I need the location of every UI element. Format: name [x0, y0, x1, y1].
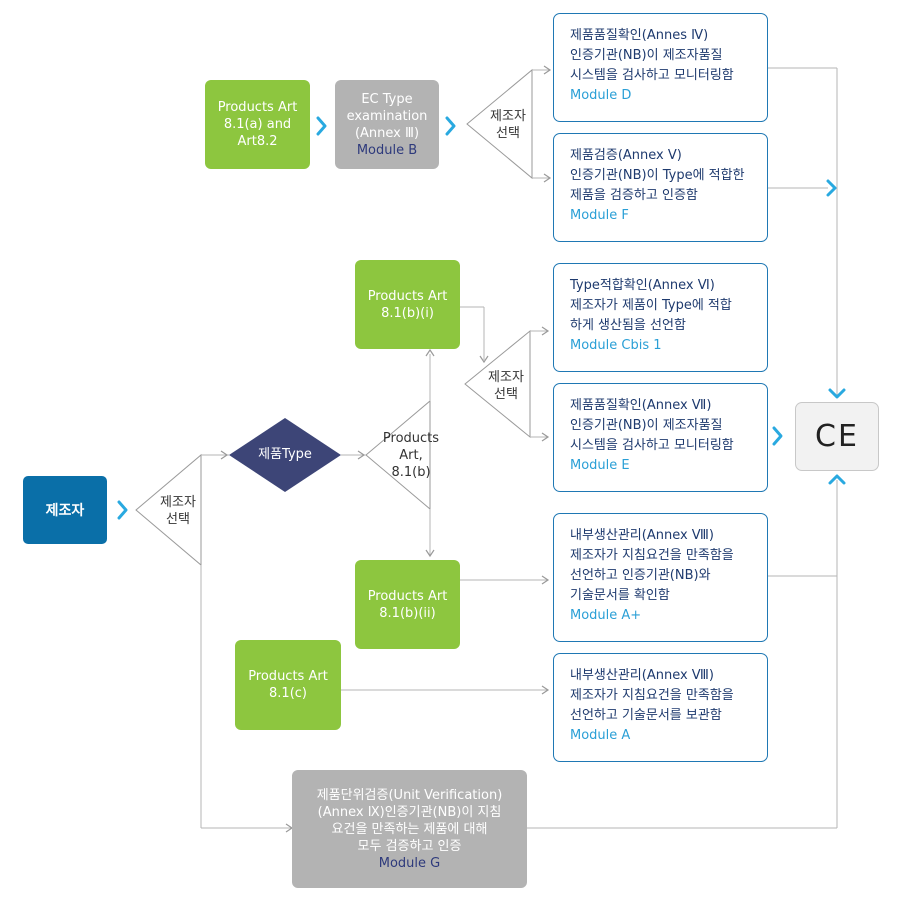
middle-choice-line-2: 선택: [494, 387, 518, 402]
arrow-to-module-a: [541, 685, 550, 695]
art-b-line-3: 8.1(b): [391, 465, 431, 480]
arrow-to-split: [357, 450, 366, 460]
arrow-to-module-d: [543, 65, 552, 75]
module-cbis1-box[interactable]: Type적합확인(Annex Ⅵ) 제조자가 제품이 Type에 적합 하게 생…: [553, 263, 768, 372]
module-a-name: Module A: [570, 728, 631, 743]
module-g-line-1: 제품단위검증(Unit Verification): [316, 787, 503, 803]
green-bi-line-1: Products Art: [367, 288, 448, 304]
art-b-line-2: Art,: [399, 448, 423, 463]
arrow-to-diamond: [220, 450, 229, 460]
module-d-line-3: 시스템을 검사하고 모니터링함: [570, 68, 734, 83]
module-a-line-1: 내부생산관리(Annex Ⅷ): [570, 668, 714, 683]
ec-type-line-3: (Annex Ⅲ): [354, 125, 420, 141]
module-a-line-3: 선언하고 기술문서를 보관함: [570, 708, 722, 723]
module-g-box[interactable]: 제품단위검증(Unit Verification) (Annex Ⅸ)인증기관(…: [292, 770, 527, 888]
module-d-line-2: 인증기관(NB)이 제조자품질: [570, 48, 723, 63]
module-e-line-2: 인증기관(NB)이 제조자품질: [570, 418, 723, 433]
module-f-line-3: 제품을 검증하고 인증함: [570, 188, 698, 203]
module-cbis1-line-1: Type적합확인(Annex Ⅵ): [570, 278, 715, 293]
chevron-down-ce-icon: [828, 388, 846, 399]
module-aplus-name: Module A+: [570, 608, 642, 623]
middle-choice-label: 제조자 선택: [478, 369, 534, 403]
chevron-green-a-icon: [316, 116, 327, 136]
module-g-line-3: 요건을 만족하는 제품에 대해: [331, 821, 488, 837]
module-aplus-box[interactable]: 내부생산관리(Annex Ⅷ) 제조자가 지침요건을 만족함을 선언하고 인증기…: [553, 513, 768, 642]
module-f-line-2: 인증기관(NB)이 Type에 적합한: [570, 168, 745, 183]
green-bi-line-2: 8.1(b)(i): [381, 305, 434, 321]
chevron-to-ce-f-icon: [826, 179, 837, 197]
module-cbis1-line-2: 제조자가 제품이 Type에 적합: [570, 298, 732, 313]
green-c-line-2: 8.1(c): [269, 686, 307, 701]
manufacturer-box[interactable]: 제조자: [23, 476, 107, 544]
green-a-line-1: Products Art: [217, 100, 298, 115]
module-e-line-1: 제품품질확인(Annex Ⅶ): [570, 398, 712, 413]
chevron-ec-type-icon: [445, 116, 456, 136]
middle-choice-triangle: [464, 329, 531, 439]
arrow-up-bi: [425, 348, 435, 357]
arrow-down-bii: [425, 549, 435, 558]
main-choice-line-1: 제조자: [160, 495, 196, 510]
module-g-line-4: 모두 검증하고 인증: [357, 838, 462, 854]
green-art-8-1-c[interactable]: Products Art 8.1(c): [235, 640, 341, 730]
manufacturer-label: 제조자: [45, 503, 85, 519]
module-a-line-2: 제조자가 지침요건을 만족함을: [570, 688, 734, 703]
ec-type-module-name: Module B: [356, 142, 418, 158]
ec-type-line-1: EC Type: [361, 91, 413, 107]
main-choice-label: 제조자 선택: [150, 494, 206, 528]
module-d-line-1: 제품품질확인(Annes Ⅳ): [570, 28, 709, 43]
module-e-box[interactable]: 제품품질확인(Annex Ⅶ) 인증기관(NB)이 제조자품질 시스템을 검사하…: [553, 383, 768, 492]
art-b-line-1: Products: [382, 431, 440, 446]
module-aplus-line-4: 기술문서를 확인함: [570, 588, 670, 603]
main-choice-line-2: 선택: [166, 512, 190, 527]
top-choice-line-1: 제조자: [490, 109, 526, 124]
module-cbis1-line-3: 하게 생산됨을 선언함: [570, 318, 686, 333]
green-c-line-1: Products Art: [248, 669, 328, 684]
green-a-line-2: 8.1(a) and: [223, 117, 292, 132]
module-e-line-3: 시스템을 검사하고 모니터링함: [570, 438, 734, 453]
green-bii-line-1: Products Art: [367, 588, 448, 604]
ec-type-examination-box[interactable]: EC Type examination (Annex Ⅲ) Module B: [335, 80, 439, 169]
top-choice-line-2: 선택: [496, 126, 520, 141]
module-g-module-name: Module G: [378, 855, 441, 871]
arrow-to-module-cbis1: [541, 326, 550, 336]
module-cbis1-name: Module Cbis 1: [570, 338, 662, 353]
module-g-line-2: (Annex Ⅸ)인증기관(NB)이 지침: [317, 804, 502, 820]
chevron-up-ce-icon: [828, 474, 846, 485]
green-bii-line-2: 8.1(b)(ii): [379, 605, 436, 621]
manufacturer-choice-triangle: [135, 453, 202, 567]
module-e-name: Module E: [570, 458, 630, 473]
green-a-line-3: Art8.2: [237, 134, 278, 149]
green-art-8-1-b-i[interactable]: Products Art 8.1(b)(i): [355, 260, 460, 349]
module-f-line-1: 제품검증(Annex Ⅴ): [570, 148, 682, 163]
module-f-box[interactable]: 제품검증(Annex Ⅴ) 인증기관(NB)이 Type에 적합한 제품을 검증…: [553, 133, 768, 242]
green-art-8-1-a[interactable]: Products Art 8.1(a) and Art8.2: [205, 80, 310, 169]
ce-mark-icon: CE: [815, 419, 859, 454]
green-art-8-1-b-ii[interactable]: Products Art 8.1(b)(ii): [355, 560, 460, 649]
module-aplus-line-3: 선언하고 인증기관(NB)와: [570, 568, 711, 583]
chevron-to-ce-e-icon: [772, 426, 783, 446]
module-aplus-line-1: 내부생산관리(Annex Ⅷ): [570, 528, 714, 543]
middle-choice-line-1: 제조자: [488, 370, 524, 385]
module-d-name: Module D: [570, 88, 632, 103]
ec-type-line-2: examination: [346, 108, 428, 124]
arrow-to-module-aplus: [541, 575, 550, 585]
product-type-diamond: [229, 418, 341, 492]
art-b-split-label: Products Art, 8.1(b): [376, 430, 446, 481]
top-choice-label: 제조자 선택: [480, 108, 536, 142]
module-aplus-line-2: 제조자가 지침요건을 만족함을: [570, 548, 734, 563]
module-a-box[interactable]: 내부생산관리(Annex Ⅷ) 제조자가 지침요건을 만족함을 선언하고 기술문…: [553, 653, 768, 762]
art-b-split-triangle: [365, 399, 431, 511]
product-type-label: 제품Type: [258, 447, 312, 462]
module-d-box[interactable]: 제품품질확인(Annes Ⅳ) 인증기관(NB)이 제조자품질 시스템을 검사하…: [553, 13, 768, 122]
arrow-down-mid: [479, 355, 489, 364]
chevron-manufacturer-icon: [117, 500, 128, 520]
top-choice-triangle: [466, 68, 533, 180]
module-f-name: Module F: [570, 208, 629, 223]
ce-mark-box[interactable]: CE: [795, 402, 879, 471]
arrow-to-module-e: [541, 432, 550, 442]
arrow-to-module-f: [543, 173, 552, 183]
